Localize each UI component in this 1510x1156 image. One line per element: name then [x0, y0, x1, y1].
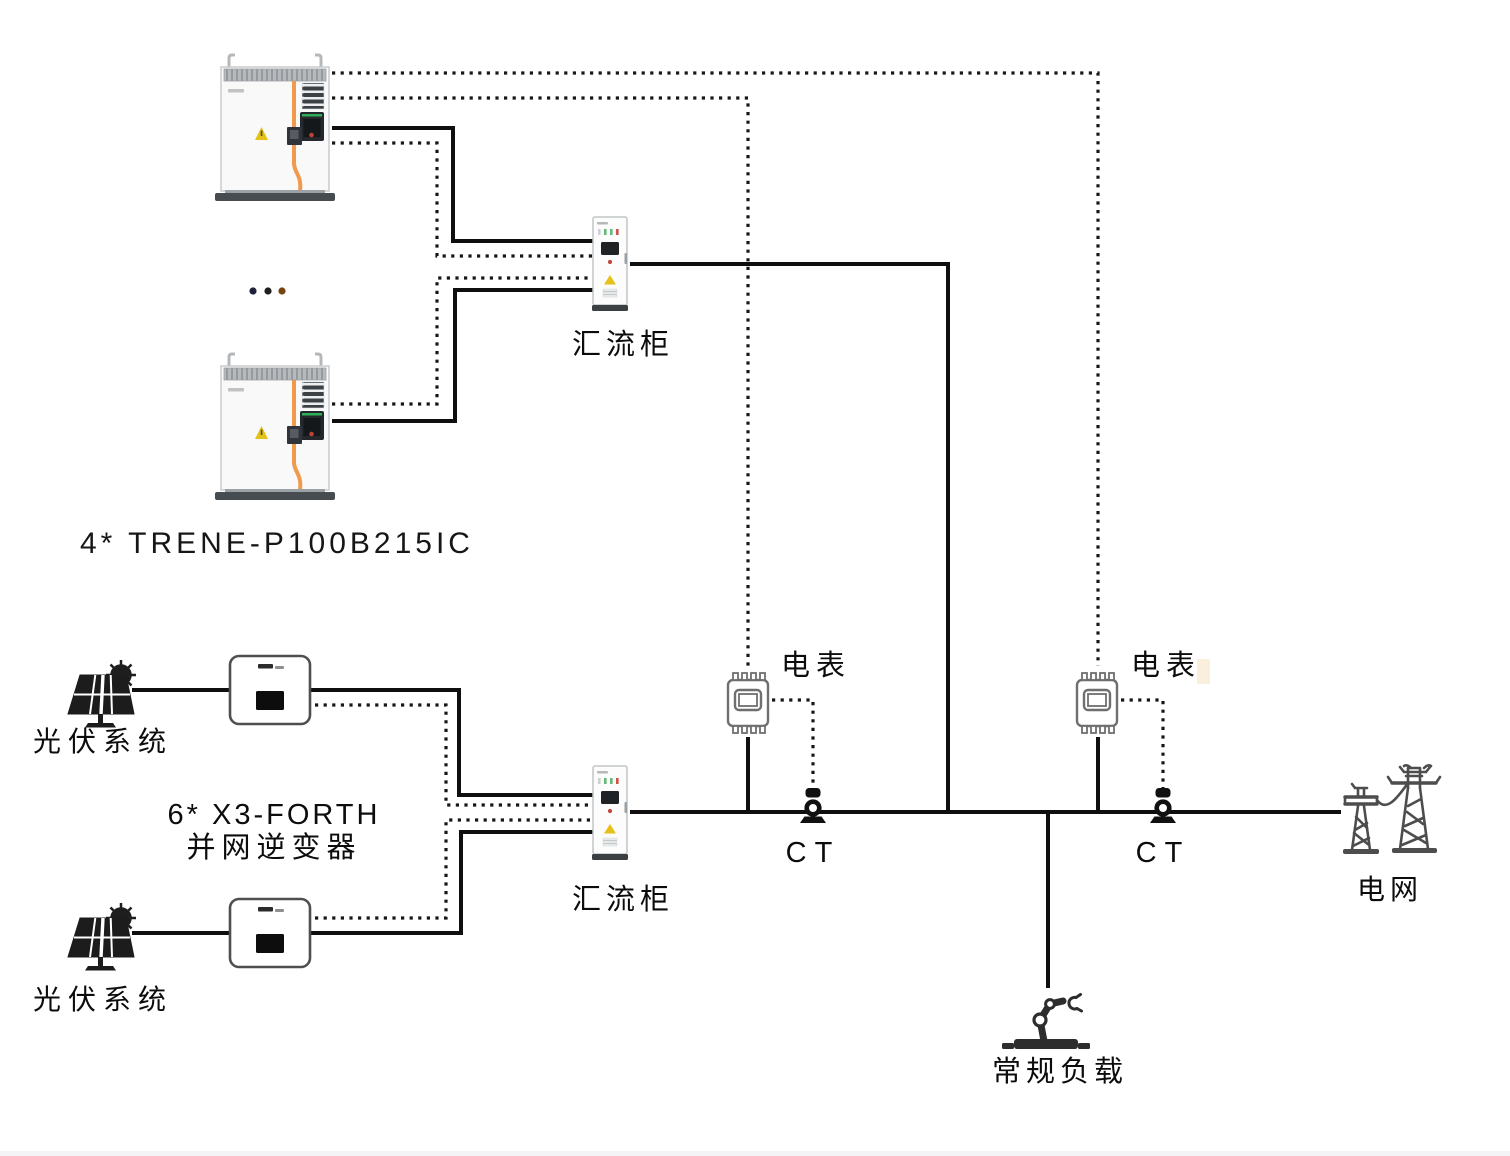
watermark-artifact	[1197, 659, 1210, 684]
robot-arm-icon	[1002, 993, 1090, 1049]
ct-clamp-icon-left	[800, 788, 826, 823]
combiner-cabinet-icon-top	[591, 216, 629, 312]
inverter-group-label: 6* X3-FORTH 并网逆变器	[158, 799, 390, 866]
inverter-icon-2	[228, 897, 312, 969]
ct-label-left: CT	[785, 837, 841, 869]
wiring-layer	[132, 71, 1341, 988]
pv-system-label-bottom: 光伏系统	[33, 984, 174, 1015]
pv-system-label-top: 光伏系统	[33, 726, 174, 757]
load-label: 常规负载	[992, 1056, 1129, 1088]
ct-clamp-icon-right	[1150, 788, 1176, 823]
pv-panel-icon-2	[66, 901, 138, 973]
ct-label-right: CT	[1135, 837, 1191, 869]
grid-label: 电网	[1356, 874, 1423, 905]
meter-icon-left	[726, 671, 770, 735]
combiner-label-top: 汇流柜	[571, 329, 674, 361]
grid-tower-icon	[1343, 764, 1442, 854]
combiner-label-bottom: 汇流柜	[571, 884, 674, 916]
inverter-model-line: 6* X3-FORTH	[167, 799, 381, 831]
pv-panel-icon-1	[66, 658, 138, 730]
ellipsis-dots	[249, 287, 286, 295]
battery-cabinet-icon-2	[213, 352, 337, 502]
combiner-cabinet-icon-bottom	[591, 765, 629, 861]
meter-label-right: 电表	[1131, 650, 1202, 682]
meter-label-left: 电表	[781, 650, 852, 682]
meter-icon-right	[1075, 671, 1119, 735]
inverter-icon-1	[228, 654, 312, 726]
inverter-type-line: 并网逆变器	[186, 832, 362, 865]
battery-model-label: 4* TRENE-P100B215IC	[80, 527, 474, 560]
battery-cabinet-icon-1	[213, 53, 337, 203]
bottom-edge-strip	[0, 1151, 1510, 1156]
